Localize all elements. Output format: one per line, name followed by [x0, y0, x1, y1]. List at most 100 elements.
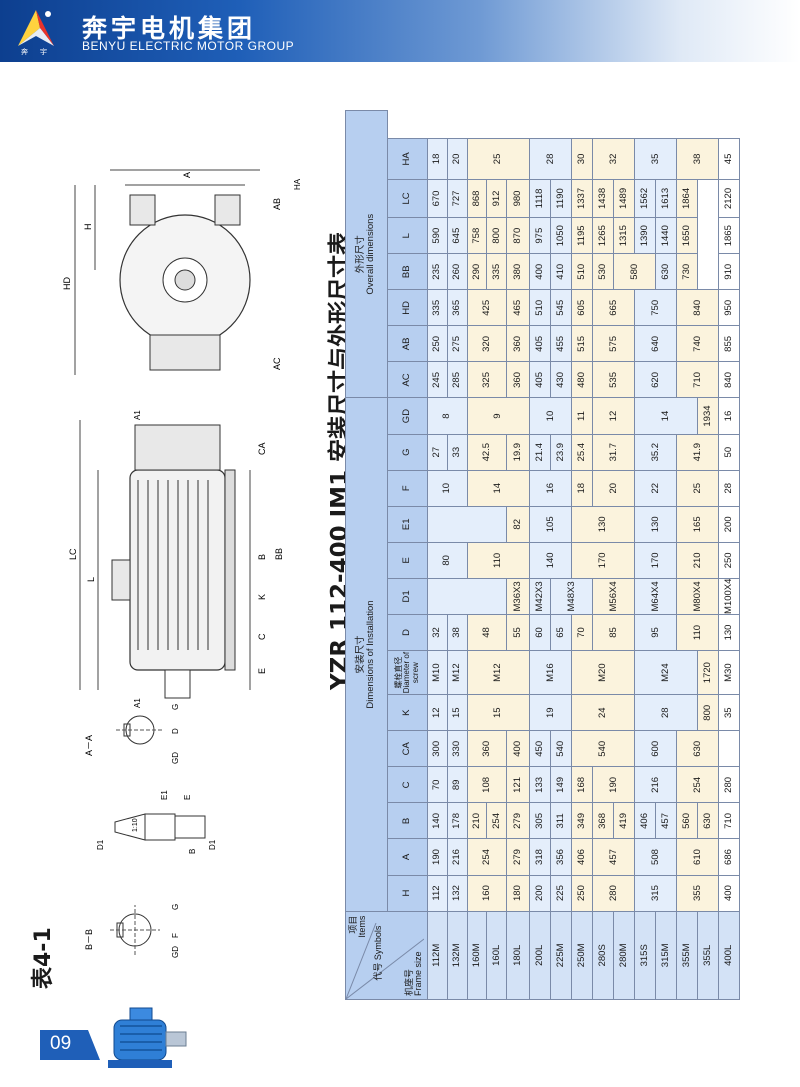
table-cell: 38 — [447, 614, 468, 651]
table-cell: 132M — [447, 911, 468, 1000]
table-cell: 16 — [529, 470, 572, 507]
label-aa-section: A－A — [84, 735, 94, 756]
table-cell: 165 — [676, 506, 719, 543]
table-cell: 1613 — [655, 179, 677, 218]
table-cell: 400 — [506, 730, 530, 767]
table-cell: 275 — [447, 325, 468, 362]
label-k: K — [257, 594, 267, 600]
table-cell: 1720 — [697, 650, 719, 695]
table-cell: 600 — [634, 730, 677, 767]
table-cell: 210 — [467, 802, 487, 839]
table-cell: M100X4 — [718, 578, 740, 615]
table-cell: 320 — [467, 325, 507, 362]
label-e-dim: E — [257, 668, 267, 674]
table-cell: 355 — [676, 875, 719, 912]
table-cell: 400 — [718, 875, 740, 912]
label-e1: E1 — [160, 790, 169, 800]
table-cell: 254 — [467, 838, 507, 876]
rotated-sheet: 表4-1 B－B GD F G D1 1:10 D1 E1 E B — [20, 70, 760, 1000]
table-cell: 360 — [506, 361, 530, 398]
table-cell: 20 — [447, 138, 468, 180]
table-cell: 455 — [550, 325, 572, 362]
table-cell: 149 — [550, 766, 572, 803]
table-cell: 95 — [634, 614, 677, 651]
table-cell: 975 — [529, 217, 551, 254]
table-cell: 630 — [697, 802, 719, 839]
table-cell: 912 — [486, 179, 507, 218]
table-cell: 108 — [467, 766, 507, 803]
table-cell: 180 — [506, 875, 530, 912]
brand-name-en: BENYU ELECTRIC MOTOR GROUP — [82, 39, 295, 53]
table-cell: 19.9 — [506, 434, 530, 471]
col-a: A — [387, 838, 428, 876]
table-cell: 121 — [506, 766, 530, 803]
table-cell: 23.9 — [550, 434, 572, 471]
table-cell: 254 — [486, 802, 507, 839]
table-cell: M64X4 — [634, 578, 677, 615]
table-cell: 670 — [427, 179, 448, 218]
table-cell: 33 — [447, 434, 468, 471]
table-cell: 25 — [467, 138, 530, 180]
label-f: F — [171, 933, 180, 938]
table-cell: 133 — [529, 766, 551, 803]
frame-cell: 112M — [427, 911, 448, 1000]
label-bb-section: B－B — [84, 929, 94, 950]
col-ac: AC — [387, 361, 428, 398]
table-cell: 360 — [506, 325, 530, 362]
table-cell: 140 — [427, 802, 448, 839]
table-cell: 16 — [718, 397, 740, 435]
table-cell: 279 — [506, 802, 530, 839]
table-cell: 590 — [427, 217, 448, 254]
table-cell: 335 — [486, 253, 507, 290]
table-cell: 216 — [634, 766, 677, 803]
col-e: E — [387, 542, 428, 579]
table-cell: 450 — [529, 730, 551, 767]
table-cell: 170 — [571, 542, 635, 579]
table-cell: 560 — [676, 802, 698, 839]
table-cell: 425 — [467, 289, 507, 326]
logo-subtext: 奔 宇 — [21, 49, 52, 56]
table-cell: 110 — [676, 614, 719, 651]
table-cell: 710 — [718, 802, 740, 839]
table-cell: 330 — [447, 730, 468, 767]
table-cell: 1438 — [592, 179, 614, 218]
table-cell: 355M — [676, 911, 698, 1000]
col-lc: LC — [387, 179, 428, 218]
table-cell: 540 — [550, 730, 572, 767]
brand-name-cn: 奔宇电机集团 — [82, 14, 257, 43]
col-f: F — [387, 470, 428, 507]
col-l: L — [387, 217, 428, 254]
table-cell: M24 — [634, 650, 698, 695]
table-cell: 419 — [613, 802, 635, 839]
label-b-dim: B — [257, 554, 267, 560]
table-cell: 630 — [655, 253, 677, 290]
table-cell: 727 — [447, 179, 468, 218]
table-cell: 1440 — [655, 217, 677, 254]
table-cell: 31.7 — [592, 434, 635, 471]
table-cell: 200 — [718, 506, 740, 543]
label-taper: 1:10 — [132, 818, 139, 832]
table-cell: 318 — [529, 838, 551, 876]
table-cell: 42.5 — [467, 434, 507, 471]
table-cell: 65 — [550, 614, 572, 651]
table-cell: 50 — [718, 434, 740, 471]
table-cell: 20 — [592, 470, 635, 507]
table-cell: 400 — [529, 253, 551, 290]
table-cell: 8 — [427, 397, 468, 435]
col-c: C — [387, 766, 428, 803]
page-number: 09 — [50, 1033, 72, 1054]
table-cell: 18 — [571, 470, 593, 507]
table-cell: 630 — [676, 730, 719, 767]
table-cell: 19 — [529, 694, 572, 731]
table-cell: 41.9 — [676, 434, 719, 471]
table-cell: 315M — [655, 911, 677, 1000]
col-ca: CA — [387, 730, 428, 767]
table-cell: 70 — [427, 766, 448, 803]
table-cell: 160 — [467, 875, 507, 912]
table-cell: 32 — [592, 138, 635, 180]
table-cell: 1650 — [676, 217, 698, 254]
label-gd: GD — [171, 946, 180, 958]
